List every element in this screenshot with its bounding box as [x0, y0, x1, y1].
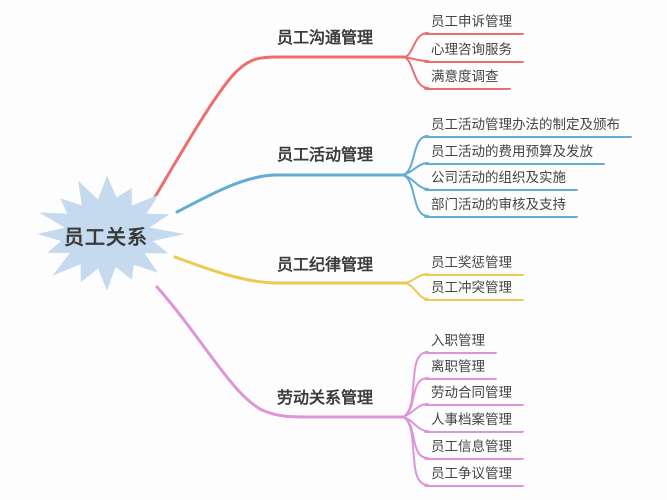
subtopic[interactable]: 员工冲突管理: [424, 280, 524, 301]
subtopic[interactable]: 劳动合同管理: [424, 385, 524, 406]
branch-topic-discipline[interactable]: 员工纪律管理: [277, 257, 374, 274]
subtopic[interactable]: 入职管理: [424, 333, 497, 354]
subtopic[interactable]: 人事档案管理: [424, 412, 524, 433]
subtopic[interactable]: 离职管理: [424, 359, 497, 380]
branch-topic-communication[interactable]: 员工沟通管理: [277, 30, 374, 47]
subtopic[interactable]: 员工活动管理办法的制定及颁布: [424, 117, 632, 138]
branch-connector-activity: [175, 173, 405, 214]
subtopic[interactable]: 满意度调查: [424, 69, 511, 90]
subtopic[interactable]: 公司活动的组织及实施: [424, 170, 578, 191]
subtopic-connector: [402, 416, 429, 486]
subtopic[interactable]: 员工信息管理: [424, 439, 524, 460]
branch-topic-activity[interactable]: 员工活动管理: [277, 147, 374, 164]
subtopic[interactable]: 员工活动的费用预算及发放: [424, 144, 605, 165]
central-topic-shape[interactable]: [37, 175, 185, 291]
branch-connector-communication: [147, 55, 406, 209]
subtopic-connector: [402, 174, 429, 217]
subtopic-connector: [403, 56, 429, 89]
subtopic[interactable]: 员工争议管理: [424, 466, 524, 487]
subtopic[interactable]: 员工申诉管理: [424, 14, 524, 35]
subtopic[interactable]: 心理咨询服务: [424, 42, 524, 63]
branch-connector-discipline: [173, 255, 407, 285]
subtopic[interactable]: 员工奖惩管理: [424, 255, 524, 276]
central-topic[interactable]: 员工关系: [64, 227, 148, 249]
subtopic-connector: [404, 282, 429, 300]
branch-connector-labor: [155, 285, 405, 419]
branch-topic-labor[interactable]: 劳动关系管理: [277, 390, 374, 407]
subtopic[interactable]: 部门活动的审核及支持: [424, 197, 578, 218]
